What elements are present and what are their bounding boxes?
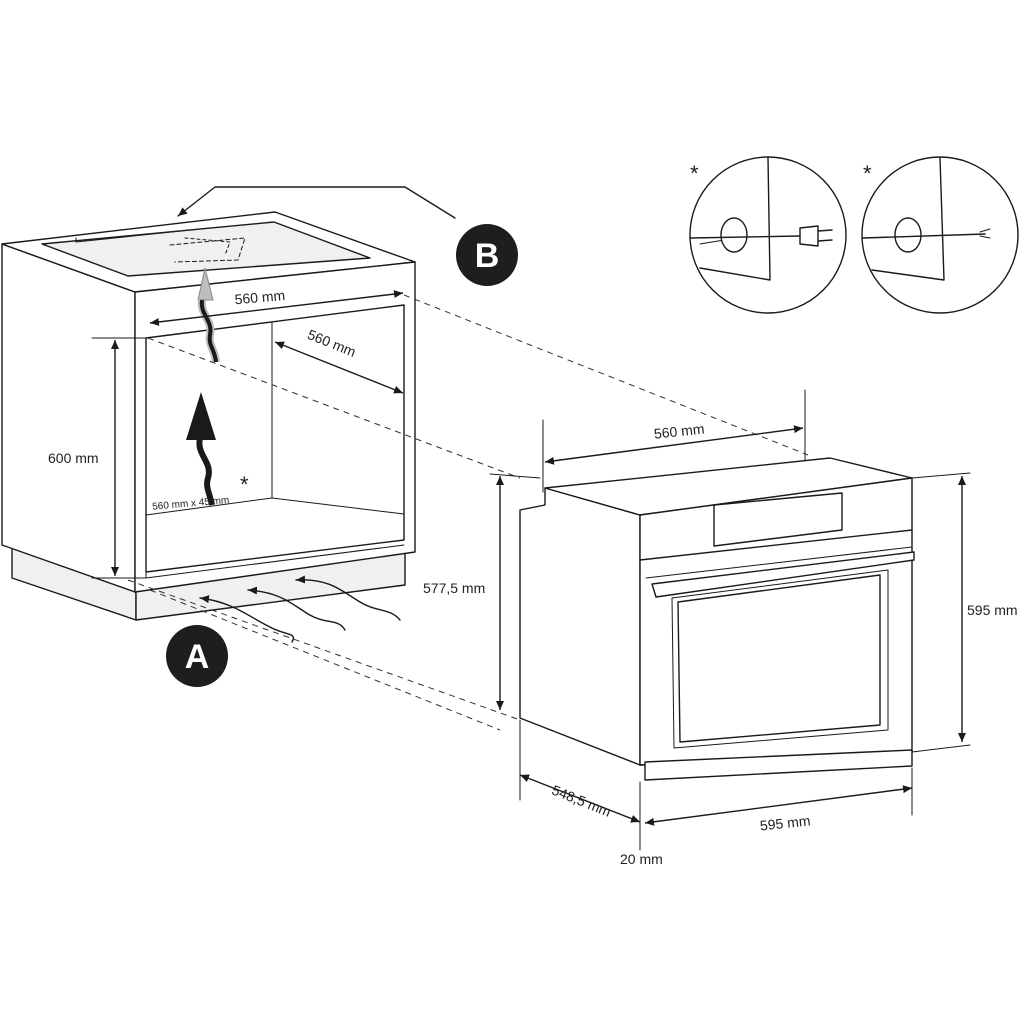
cabinet-opening: [145, 304, 405, 573]
projection-lines: [127, 294, 809, 731]
callout-a: A: [166, 625, 228, 687]
oven-handle: [651, 551, 915, 598]
badge-a-label: A: [185, 638, 210, 676]
oven-top-width-label: 560 mm: [653, 420, 705, 441]
detail-left-asterisk: *: [690, 161, 699, 186]
vent-asterisk: *: [240, 472, 249, 497]
oven: [519, 457, 915, 781]
cabinet-height-label: 600 mm: [48, 450, 99, 466]
detail-plug-with-cable: *: [689, 156, 847, 314]
airflow-in-arrows: [199, 575, 401, 643]
oven-window: [677, 574, 881, 743]
oven-front-height-label: 595 mm: [967, 602, 1018, 618]
oven-display: [713, 492, 843, 547]
oven-depth-label: 548,5 mm: [550, 782, 614, 820]
oven-front-width-label: 595 mm: [759, 812, 811, 833]
oven-side: [519, 487, 641, 766]
oven-base-strip: [644, 749, 913, 781]
badge-b-label: B: [475, 237, 500, 275]
callout-b: B: [177, 186, 518, 286]
badge-b: [456, 224, 518, 286]
detail-right-asterisk: *: [863, 161, 872, 186]
detail-bare-cable: *: [861, 156, 1019, 314]
front-thickness-label: 20 mm: [620, 851, 663, 867]
badge-a: [166, 625, 228, 687]
cabinet-width-label: 560 mm: [234, 287, 286, 307]
oven-body-height-label: 577,5 mm: [423, 580, 485, 596]
